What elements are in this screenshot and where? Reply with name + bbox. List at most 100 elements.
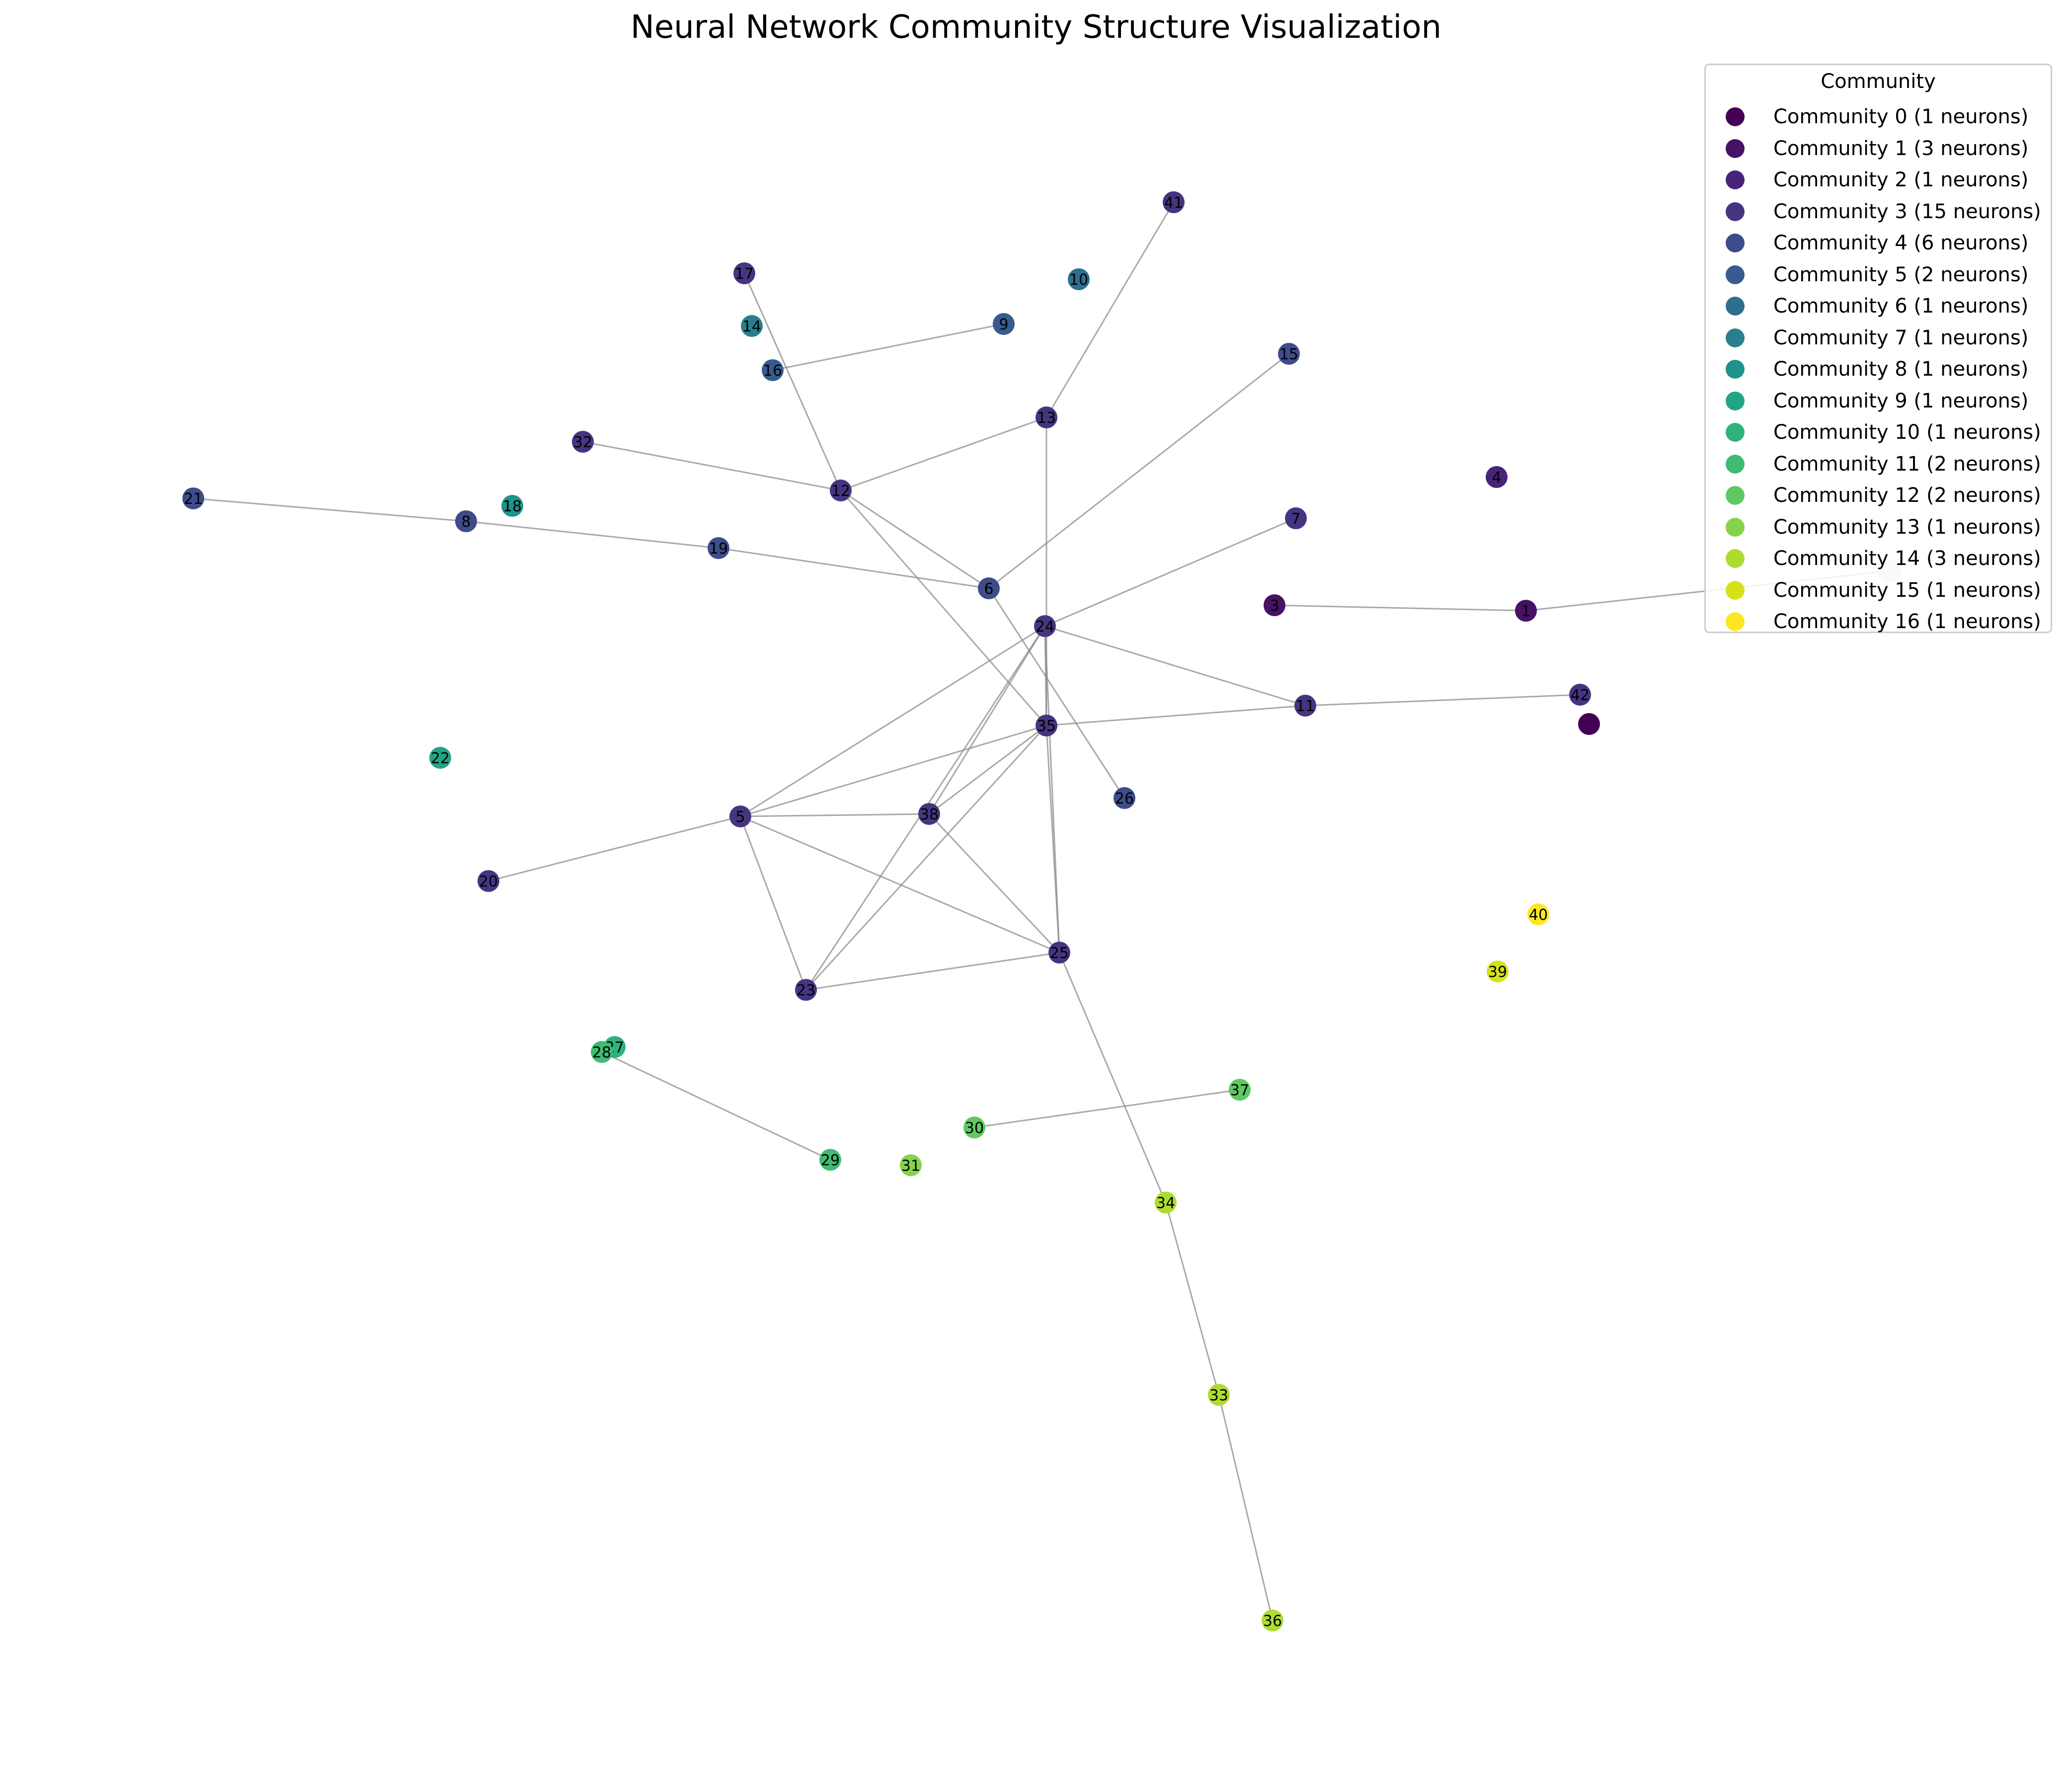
node-label: 23 xyxy=(797,982,815,999)
legend-marker xyxy=(1726,486,1745,505)
node-marker xyxy=(762,359,784,381)
edge xyxy=(740,725,1047,817)
node-marker xyxy=(963,1117,985,1138)
node-marker xyxy=(1487,961,1509,982)
legend-marker xyxy=(1726,170,1745,189)
node-label: 22 xyxy=(431,750,450,767)
node-label: 40 xyxy=(1529,906,1548,924)
node: 24 xyxy=(1034,615,1056,637)
node: 20 xyxy=(478,870,499,892)
node-label: 7 xyxy=(1291,510,1300,528)
node: 34 xyxy=(1155,1192,1177,1213)
legend-label: Community 9 (1 neurons) xyxy=(1773,389,2029,412)
node-label: 39 xyxy=(1488,964,1507,981)
edge xyxy=(929,725,1047,815)
node-marker xyxy=(830,480,852,501)
legend-label: Community 2 (1 neurons) xyxy=(1773,168,2029,191)
legend-marker xyxy=(1726,454,1745,474)
node-marker xyxy=(978,577,1000,599)
legend-title: Community xyxy=(1821,70,1936,93)
node-label: 3 xyxy=(1270,597,1279,615)
node: 40 xyxy=(1527,903,1549,925)
node-marker xyxy=(708,537,729,559)
edge xyxy=(772,323,1004,371)
node: 37 xyxy=(1229,1079,1251,1101)
edge xyxy=(601,1051,831,1161)
node-marker xyxy=(729,806,751,827)
node-marker xyxy=(1578,713,1600,735)
edge xyxy=(1058,952,1167,1203)
node-marker xyxy=(1278,343,1300,365)
node-label: 9 xyxy=(999,316,1008,333)
node xyxy=(1578,713,1600,735)
node-marker xyxy=(993,313,1015,335)
node: 29 xyxy=(819,1149,841,1171)
edge xyxy=(193,497,467,522)
legend-marker xyxy=(1726,360,1745,379)
node-label: 5 xyxy=(735,808,745,826)
edge xyxy=(739,816,807,990)
node-label: 33 xyxy=(1209,1387,1228,1404)
node-label: 6 xyxy=(984,580,993,598)
legend-entry: Community 4 (6 neurons) xyxy=(1706,227,2028,259)
node-marker xyxy=(1486,466,1508,488)
legend-marker xyxy=(1726,139,1745,158)
legend-label: Community 5 (2 neurons) xyxy=(1773,263,2029,286)
legend-entry: Community 2 (1 neurons) xyxy=(1706,164,2028,196)
edge xyxy=(743,273,842,491)
legend-label: Community 14 (3 neurons) xyxy=(1773,547,2041,570)
node-label: 4 xyxy=(1492,469,1501,486)
legend-marker xyxy=(1726,612,1745,631)
legend-label: Community 7 (1 neurons) xyxy=(1773,326,2029,349)
node: 41 xyxy=(1163,191,1185,213)
node: 13 xyxy=(1036,406,1057,428)
node-label: 35 xyxy=(1037,718,1056,735)
node-marker xyxy=(1229,1079,1251,1101)
legend-entry: Community 14 (3 neurons) xyxy=(1706,543,2041,574)
node: 38 xyxy=(918,803,940,825)
legend-label: Community 12 (2 neurons) xyxy=(1773,484,2041,507)
legend-label: Community 0 (1 neurons) xyxy=(1773,105,2029,128)
node-marker xyxy=(1114,787,1135,809)
node-marker xyxy=(900,1154,922,1176)
node: 15 xyxy=(1278,343,1300,365)
node-label: 11 xyxy=(1296,698,1315,715)
edge xyxy=(805,725,1047,991)
node-marker xyxy=(591,1041,613,1063)
legend-marker xyxy=(1726,297,1745,316)
legend: Community Community 0 (1 neurons) Communi… xyxy=(1704,64,2052,633)
node: 21 xyxy=(182,487,204,509)
legend-entry: Community 8 (1 neurons) xyxy=(1706,353,2028,385)
legend-label: Community 15 (1 neurons) xyxy=(1773,578,2041,602)
edge xyxy=(1165,1202,1220,1395)
node-marker xyxy=(501,495,523,517)
legend-label: Community 16 (1 neurons) xyxy=(1773,610,2041,633)
node: 35 xyxy=(1036,715,1057,736)
legend-entry: Community 1 (3 neurons) xyxy=(1706,133,2028,164)
node: 1 xyxy=(1515,600,1537,622)
node-marker xyxy=(182,487,204,509)
legend-marker xyxy=(1726,265,1745,284)
node-label: 15 xyxy=(1279,346,1298,363)
legend-marker xyxy=(1726,328,1745,347)
node-label: 24 xyxy=(1036,618,1054,636)
edge xyxy=(740,625,1045,817)
node-marker xyxy=(1048,942,1070,964)
node: 6 xyxy=(978,577,1000,599)
legend-entry: Community 9 (1 neurons) xyxy=(1706,385,2028,417)
legend-entry: Community 12 (2 neurons) xyxy=(1706,480,2041,511)
node: 10 xyxy=(1068,268,1090,290)
legend-entry: Community 16 (1 neurons) xyxy=(1706,606,2041,638)
node-marker xyxy=(1515,600,1537,622)
node-marker xyxy=(918,803,940,825)
edge xyxy=(740,815,1060,954)
edge xyxy=(974,1089,1240,1129)
node: 12 xyxy=(830,480,852,501)
node-marker xyxy=(1036,406,1057,428)
node-marker xyxy=(1034,615,1056,637)
node-label: 17 xyxy=(735,265,754,283)
edge xyxy=(1305,694,1581,707)
edge xyxy=(988,588,1125,799)
node-label: 30 xyxy=(965,1120,984,1137)
